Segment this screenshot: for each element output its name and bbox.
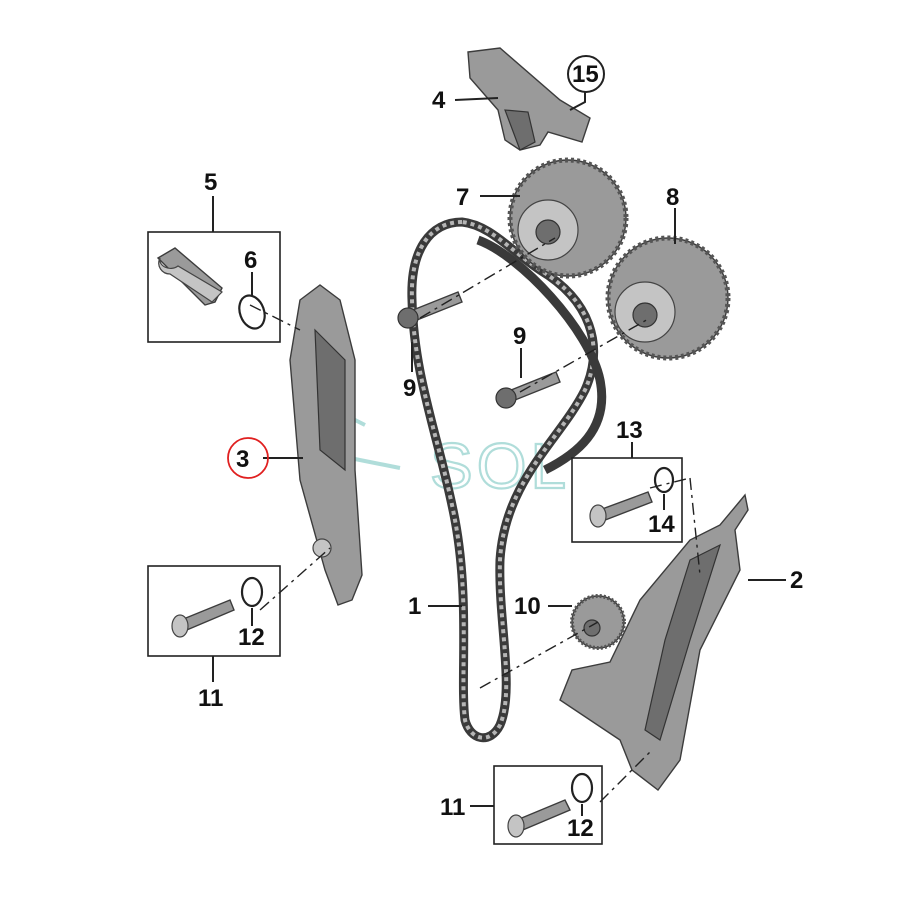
bolt-bottom xyxy=(507,799,571,838)
camshaft-sprocket-intake xyxy=(507,157,629,279)
callout-10: 10 xyxy=(514,593,541,620)
callout-5: 5 xyxy=(204,169,217,196)
callout-7: 7 xyxy=(456,184,469,211)
callout-3: 3 xyxy=(236,446,249,473)
callout-4: 4 xyxy=(432,87,446,114)
callout-12-bottom: 12 xyxy=(567,815,594,842)
callout-11-left: 11 xyxy=(198,685,223,712)
washer-ring-guide xyxy=(653,466,675,494)
bolt-guide xyxy=(589,491,653,528)
washer-ring-bottom xyxy=(570,772,594,804)
camshaft-sprocket-exhaust xyxy=(605,235,731,361)
callout-14: 14 xyxy=(648,511,675,538)
callout-11-bottom: 11 xyxy=(440,794,465,821)
guide-rail xyxy=(559,493,749,791)
callout-13: 13 xyxy=(616,417,643,444)
bolt-left xyxy=(171,599,235,638)
leader-lines xyxy=(212,92,786,816)
callout-15-circle xyxy=(567,55,605,93)
callout-6: 6 xyxy=(244,247,257,274)
bolt-lower xyxy=(495,371,561,409)
bolt-upper xyxy=(397,291,463,329)
callout-9-lower: 9 xyxy=(513,323,526,350)
callout-8: 8 xyxy=(666,184,679,211)
timing-chain xyxy=(407,217,607,742)
callout-15: 15 xyxy=(572,61,599,88)
callout-12-left: 12 xyxy=(238,624,265,651)
callout-2: 2 xyxy=(790,567,803,594)
tensioner-rail xyxy=(289,284,363,606)
box-tensioner-kit xyxy=(147,231,281,343)
highlight-circle xyxy=(227,437,269,479)
box-guide-bolt-kit xyxy=(571,457,683,543)
callout-1: 1 xyxy=(408,593,421,620)
washer-ring-left xyxy=(240,576,264,608)
callout-9-upper: 9 xyxy=(403,375,416,402)
chain-tensioner xyxy=(156,247,223,306)
tensioner-seal-ring xyxy=(238,294,266,330)
upper-chain-guide xyxy=(467,47,591,151)
